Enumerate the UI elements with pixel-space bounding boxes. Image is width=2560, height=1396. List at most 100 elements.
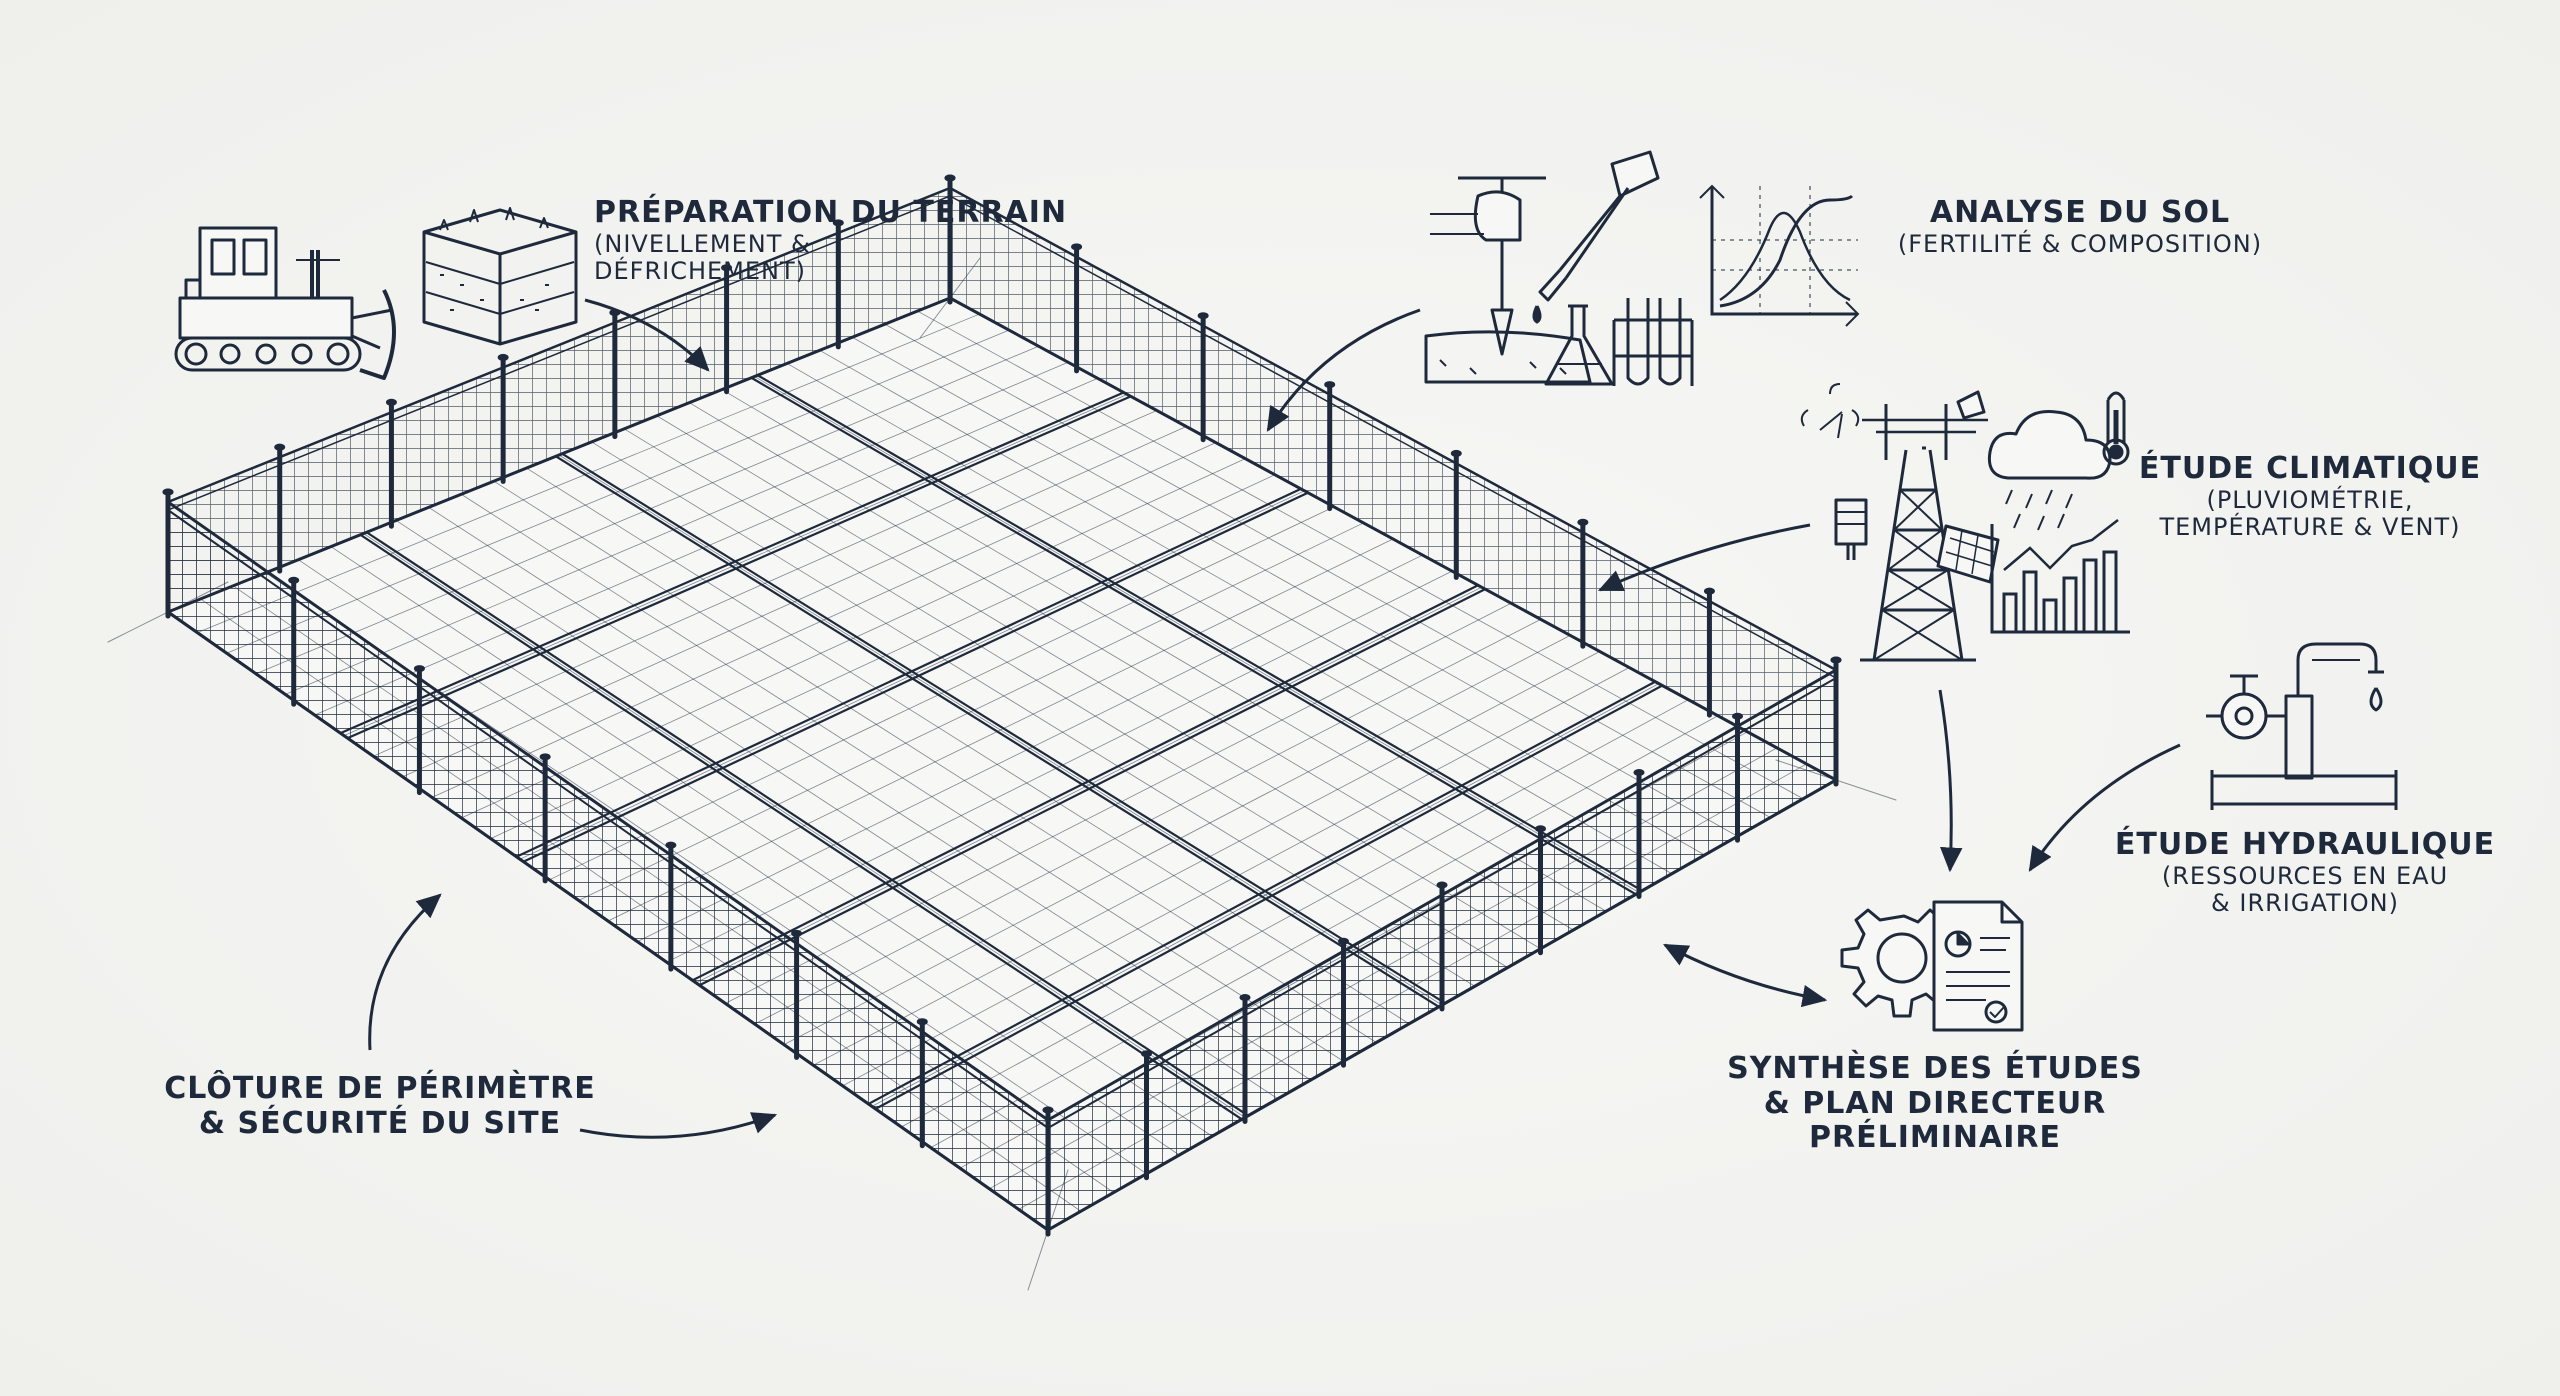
field-plot-divider	[359, 533, 1243, 1121]
field-plot-divider	[756, 374, 1644, 892]
label-etude-hydraulique-title: Étude hydraulique	[2114, 827, 2496, 862]
field-grid-line	[255, 345, 1039, 675]
fence-post-cap	[274, 443, 286, 451]
construction-line	[919, 257, 981, 339]
label-preparation-terrain-sub: (Nivellement &	[594, 229, 811, 258]
fence-post-cap	[665, 841, 677, 849]
fence-post-cap	[944, 174, 956, 182]
label-synthese-etudes: Synthèse des études & plan directeur pré…	[1700, 1051, 2170, 1156]
construction-line	[107, 581, 229, 643]
field-grid-line	[519, 490, 1305, 860]
fence-post-cap	[1338, 937, 1349, 945]
fence-post-cap	[1436, 881, 1448, 889]
field-plot-divider	[554, 455, 1440, 1008]
field-plot-divider	[339, 391, 1125, 735]
fence-post-cap	[1703, 587, 1715, 595]
label-etude-climatique-sub2: température & vent)	[2159, 513, 2461, 542]
fence-post-cap	[1141, 1050, 1152, 1058]
label-etude-hydraulique-sub2: & irrigation)	[2211, 889, 2399, 918]
label-synthese-etudes-title3: préliminaire	[1809, 1120, 2061, 1155]
fence-post-cap	[916, 1018, 928, 1026]
field-grid-line	[636, 554, 1423, 942]
field-plot-divider	[750, 376, 1637, 896]
label-etude-hydraulique: Étude hydraulique (Ressources en eau & i…	[2110, 827, 2500, 918]
field-grid-line	[431, 442, 1217, 798]
fence-post-cap	[1732, 712, 1743, 720]
arrow-cloture-up	[368, 893, 442, 1051]
fence-post-cap	[1071, 243, 1083, 251]
fence-post-cap	[832, 219, 844, 227]
arrow-synthese-field	[1663, 943, 1828, 1008]
arrow-cloture-right	[579, 1112, 778, 1139]
field-grid-line	[226, 329, 1010, 654]
label-etude-climatique-title: Étude climatique	[2138, 451, 2482, 486]
fence-post-cap	[1239, 994, 1251, 1001]
fence-post-cap	[162, 488, 174, 496]
fence-post-cap	[385, 398, 397, 406]
field-grid-line	[578, 522, 1364, 901]
field-grid-line	[284, 361, 1069, 695]
field-grid-line	[812, 651, 1601, 1066]
field-grid-line	[783, 635, 1571, 1045]
field-grid-line	[842, 667, 1630, 1087]
field-grid-line	[754, 618, 1542, 1025]
fence-post-cap	[1535, 825, 1546, 833]
field-plot-divider	[561, 452, 1447, 1005]
fence-post-cap	[1633, 769, 1645, 776]
label-analyse-sol-title: Analyse du sol	[1929, 195, 2231, 230]
field-plot-divider	[522, 491, 1310, 863]
label-synthese-etudes-title2: & plan directeur	[1763, 1085, 2107, 1121]
field-grid-line	[490, 474, 1276, 839]
field-grid-line	[666, 570, 1453, 963]
field-grid-line	[930, 715, 1719, 1148]
water-pipe-faucet-icon	[2206, 642, 2398, 810]
field-grid-line	[343, 393, 1128, 736]
label-preparation-terrain: Préparation du terrain (Nivellement & dé…	[594, 195, 1068, 286]
label-cloture-perimetre-title: Clôture de périmètre	[164, 1071, 596, 1106]
construction-line	[1027, 1169, 1069, 1291]
fence-post-cap	[1197, 312, 1209, 320]
field-plot-divider	[874, 684, 1664, 1110]
label-etude-climatique: Étude climatique (Pluviométrie, températ…	[2120, 451, 2500, 542]
fence-front-left-rail	[167, 509, 1049, 1129]
bar-chart-icon	[1990, 519, 2130, 634]
soil-layers-icon	[422, 207, 578, 346]
fence-post-cap	[1324, 381, 1336, 389]
field-plot-divider	[691, 584, 1480, 982]
gear-document-icon	[1840, 900, 2024, 1032]
pipette-icon	[1532, 150, 1660, 324]
field-grid-line	[460, 458, 1246, 819]
field-plot-divider	[698, 588, 1487, 987]
field-grid-line	[314, 377, 1099, 716]
field-grid-line	[372, 410, 1158, 757]
field-grid-line	[196, 313, 980, 633]
arrow-climat-synthese	[1938, 689, 1963, 873]
growth-curve-chart-icon	[1699, 184, 1860, 327]
field-grid-line	[695, 586, 1482, 984]
fence-post-cap	[1042, 1106, 1054, 1114]
fence-post-cap	[413, 665, 425, 673]
field-grid-line	[402, 426, 1187, 778]
label-cloture-perimetre-title2: & sécurité du site	[198, 1105, 562, 1141]
label-preparation-terrain-title: Préparation du terrain	[594, 195, 1068, 230]
fenced-field	[107, 174, 1897, 1291]
fence-post-cap	[721, 264, 733, 272]
arrow-hydro-synthese	[2028, 743, 2181, 872]
weather-station-icon	[1800, 383, 2000, 662]
field-plot-divider	[515, 487, 1302, 858]
fence-post-cap	[1450, 449, 1462, 457]
field-plot-divider	[365, 531, 1250, 1117]
cloud-rain-icon	[1987, 409, 2112, 531]
fence-post-cap	[497, 353, 509, 361]
label-analyse-sol-sub: (Fertilité & composition)	[1897, 229, 2263, 258]
fence-post-cap	[288, 576, 300, 584]
test-tubes-icon	[1612, 298, 1694, 386]
label-etude-climatique-sub: (Pluviométrie,	[2206, 485, 2414, 514]
field-plot-divider	[867, 680, 1657, 1106]
label-preparation-terrain-sub2: défrichement)	[594, 257, 807, 286]
fence-back-left-rail	[167, 195, 951, 511]
arrow-sol	[1266, 308, 1421, 432]
soil-auger-icon	[1424, 176, 1592, 384]
label-synthese-etudes-title: Synthèse des études	[1727, 1051, 2143, 1086]
